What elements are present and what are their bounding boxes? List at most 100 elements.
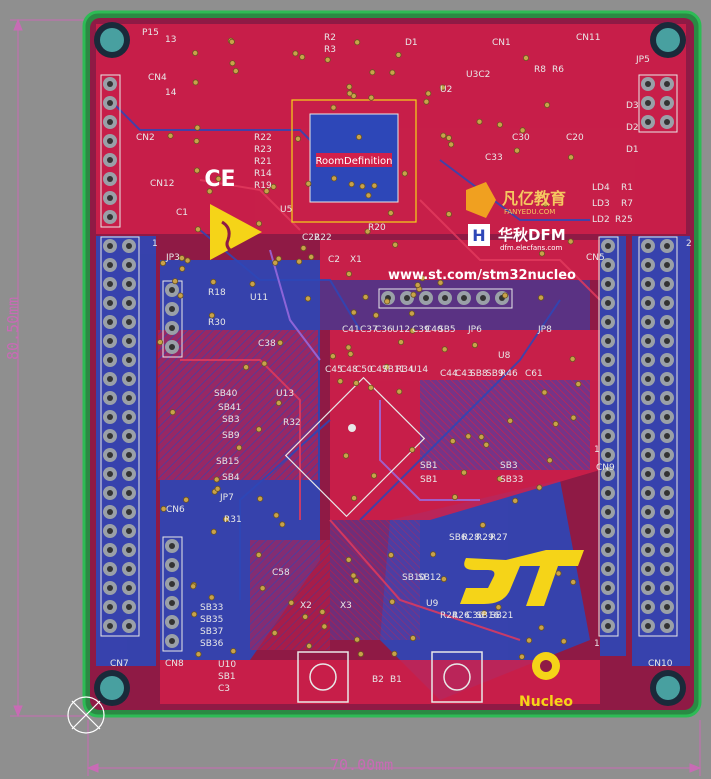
url-silkscreen: www.st.com/stm32nucleo bbox=[388, 268, 576, 283]
designator-label: D1 bbox=[626, 145, 639, 155]
designator-label: JP3 bbox=[165, 253, 180, 263]
designator-label: C2 bbox=[328, 255, 340, 265]
designator-label: C3 bbox=[218, 684, 230, 694]
dimension-height-label: 80.50mm bbox=[4, 296, 22, 360]
designator-label: U14 bbox=[410, 365, 428, 375]
designator-label: C48 bbox=[340, 365, 358, 375]
svg-text:CE: CE bbox=[204, 167, 235, 192]
designator-label: LD2 bbox=[592, 215, 610, 225]
header-cn10 bbox=[638, 236, 678, 637]
designator-label: C20 bbox=[566, 133, 584, 143]
designator-label: SB16 bbox=[476, 611, 500, 621]
designator-label: R46 bbox=[500, 369, 518, 379]
designator-label: R34 bbox=[396, 365, 414, 375]
designator-label: D2 bbox=[626, 123, 639, 133]
designator-label: SB15 bbox=[216, 457, 239, 467]
pushbutton-b2 bbox=[297, 651, 349, 703]
designator-label: C36 bbox=[466, 611, 484, 621]
designator-label: U12 bbox=[392, 325, 410, 335]
designator-label: CN1 bbox=[492, 38, 511, 48]
designator-label: SB12 bbox=[418, 573, 441, 583]
mcu-footprint bbox=[284, 376, 426, 518]
designator-label: CN4 bbox=[148, 73, 167, 83]
designator-label: SB8 bbox=[470, 369, 488, 379]
designator-label: R20 bbox=[368, 223, 386, 233]
designator-label: R3 bbox=[324, 45, 336, 55]
designator-label: C44 bbox=[440, 369, 458, 379]
designator-label: C41 bbox=[342, 325, 360, 335]
designator-label: C50 bbox=[355, 365, 373, 375]
designator-label: U3C2 bbox=[466, 70, 490, 80]
designator-label: SB10 bbox=[402, 573, 426, 583]
nucleo-logo: Nucleo bbox=[519, 652, 573, 710]
designator-label: R7 bbox=[621, 199, 633, 209]
header-jp5 bbox=[638, 74, 678, 133]
designator-label: 14 bbox=[165, 88, 177, 98]
svg-text:RoomDefinition: RoomDefinition bbox=[316, 156, 393, 167]
designator-label: R30 bbox=[208, 318, 226, 328]
traces bbox=[109, 99, 601, 641]
designator-label: SB9 bbox=[222, 431, 240, 441]
st-logo bbox=[460, 550, 584, 606]
designator-label: R25 bbox=[615, 215, 633, 225]
designator-label: CN6 bbox=[166, 505, 185, 515]
designator-label: 2 bbox=[686, 239, 692, 249]
designator-label: R23 bbox=[254, 145, 272, 155]
ce-mark: CE bbox=[204, 167, 235, 192]
designator-label: SB5 bbox=[438, 325, 456, 335]
designator-label: R22 bbox=[314, 233, 332, 243]
vias bbox=[157, 37, 582, 660]
designator-label: R14 bbox=[254, 169, 272, 179]
origin-marker bbox=[67, 696, 105, 734]
designator-label: LD4 bbox=[592, 183, 610, 193]
designator-label: U2 bbox=[440, 85, 452, 95]
hatched-plane-center bbox=[330, 520, 420, 640]
mcu-pin1-marker bbox=[348, 424, 356, 432]
designator-label: U9 bbox=[426, 599, 439, 609]
designator-label: U5 bbox=[280, 205, 292, 215]
svg-text:dfm.elecfans.com: dfm.elecfans.com bbox=[500, 244, 563, 252]
designator-label: C45 bbox=[325, 365, 343, 375]
designator-label: LD3 bbox=[592, 199, 610, 209]
designator-label: 13 bbox=[165, 35, 176, 45]
designator-label: C37 bbox=[360, 325, 378, 335]
designator-label: CN2 bbox=[136, 133, 155, 143]
header-jp3 bbox=[162, 280, 183, 358]
designator-label: SB35 bbox=[200, 615, 223, 625]
designator-label: P15 bbox=[142, 28, 159, 38]
designator-label: SB3 bbox=[222, 415, 240, 425]
designator-label: C38 bbox=[258, 339, 276, 349]
designator-label: X1 bbox=[350, 255, 362, 265]
designator-label: R28 bbox=[462, 533, 480, 543]
designator-label: CN11 bbox=[576, 33, 600, 43]
designator-label: R6 bbox=[552, 65, 564, 75]
header-cn7 bbox=[100, 236, 140, 637]
designator-label: B2 bbox=[372, 675, 384, 685]
designator-label: D1 bbox=[405, 38, 418, 48]
designator-label: CN10 bbox=[648, 659, 673, 669]
designator-label: U8 bbox=[498, 351, 511, 361]
header-connectors bbox=[100, 74, 678, 652]
designator-label: R29 bbox=[476, 533, 494, 543]
designator-label: C61 bbox=[525, 369, 543, 379]
svg-text:FANYEDU.COM: FANYEDU.COM bbox=[504, 208, 555, 216]
designator-label: C43 bbox=[455, 369, 473, 379]
designator-label: SB11 bbox=[382, 365, 405, 375]
designator-label: SB4 bbox=[222, 473, 240, 483]
designator-label: D3 bbox=[626, 101, 639, 111]
designator-label: R31 bbox=[224, 515, 242, 525]
designator-label: R2 bbox=[324, 33, 336, 43]
designator-label: SB6 bbox=[449, 533, 467, 543]
designator-label: CN9 bbox=[596, 463, 615, 473]
designator-label: JP7 bbox=[219, 493, 234, 503]
dfm-logo: H 华秋DFM dfm.elecfans.com bbox=[468, 224, 566, 252]
designator-label: SB36 bbox=[200, 639, 224, 649]
designator-label: C22 bbox=[302, 233, 320, 243]
designator-label: R1 bbox=[621, 183, 633, 193]
room-label: RoomDefinition bbox=[316, 153, 393, 167]
designator-label: SB9 bbox=[486, 369, 504, 379]
designator-label: CN7 bbox=[110, 659, 129, 669]
designator-label: SB1 bbox=[420, 475, 438, 485]
